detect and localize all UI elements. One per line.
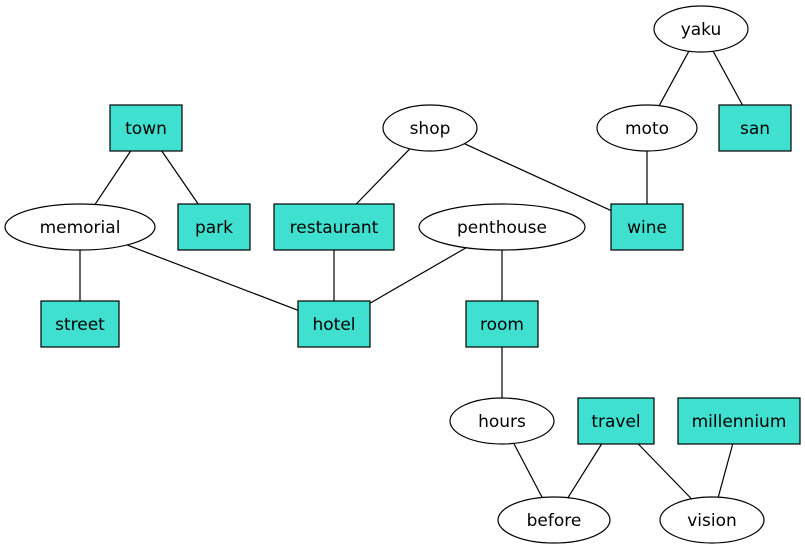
graph-nodes: yaku moto san town shop memorial park restauran… [4, 5, 801, 544]
node-hotel-box [297, 300, 371, 348]
node-memorial-ellipse [4, 203, 156, 251]
node-yaku-label: yaku [681, 20, 722, 40]
node-san: san [718, 104, 792, 152]
edge-hours-before [513, 443, 543, 498]
node-millennium-label: millennium [692, 412, 787, 432]
node-shop-ellipse [382, 104, 478, 152]
edge-yaku-moto [658, 50, 690, 106]
node-san-box [718, 104, 792, 152]
node-room: room [465, 300, 539, 348]
node-restaurant-label: restaurant [290, 218, 379, 238]
node-park: park [177, 203, 251, 251]
node-wine: wine [610, 203, 684, 251]
node-hours-ellipse [449, 397, 555, 445]
node-before-label: before [527, 511, 582, 531]
node-travel: travel [577, 397, 655, 445]
node-memorial-label: memorial [40, 218, 121, 238]
node-wine-label: wine [627, 218, 667, 238]
edge-town-park [161, 150, 199, 205]
node-travel-label: travel [591, 412, 640, 432]
node-moto: moto [596, 104, 698, 152]
node-room-box [465, 300, 539, 348]
edge-shop-restaurant [355, 148, 411, 205]
node-before-ellipse [497, 496, 611, 544]
edge-memorial-hotel [126, 244, 299, 311]
node-shop: shop [382, 104, 478, 152]
node-street-box [40, 300, 120, 348]
node-restaurant-box [273, 203, 395, 251]
node-yaku: yaku [653, 5, 749, 53]
node-penthouse-label: penthouse [457, 218, 547, 238]
node-town-box [109, 104, 183, 152]
node-shop-label: shop [410, 119, 451, 139]
node-town-label: town [125, 119, 167, 139]
node-vision-label: vision [687, 511, 737, 531]
node-moto-ellipse [596, 104, 698, 152]
node-vision-ellipse [659, 496, 765, 544]
edge-travel-before [567, 443, 603, 499]
node-vision: vision [659, 496, 765, 544]
graph-edges [79, 50, 743, 500]
edge-millennium-vision [717, 443, 734, 498]
edge-penthouse-hotel [369, 247, 467, 304]
edge-yaku-san [712, 50, 743, 106]
node-street: street [40, 300, 120, 348]
node-hotel-label: hotel [312, 315, 355, 335]
node-room-label: room [480, 315, 524, 335]
node-hotel: hotel [297, 300, 371, 348]
node-moto-label: moto [625, 119, 669, 139]
edge-town-memorial [94, 150, 132, 205]
node-park-box [177, 203, 251, 251]
node-yaku-ellipse [653, 5, 749, 53]
node-penthouse-ellipse [418, 203, 586, 251]
node-wine-box [610, 203, 684, 251]
node-memorial: memorial [4, 203, 156, 251]
node-street-label: street [55, 315, 105, 335]
node-hours: hours [449, 397, 555, 445]
node-travel-box [577, 397, 655, 445]
node-millennium-box [677, 397, 801, 445]
node-millennium: millennium [677, 397, 801, 445]
node-penthouse: penthouse [418, 203, 586, 251]
node-restaurant: restaurant [273, 203, 395, 251]
edge-shop-wine [464, 143, 612, 212]
node-before: before [497, 496, 611, 544]
node-park-label: park [195, 218, 233, 238]
node-san-label: san [740, 119, 770, 139]
node-town: town [109, 104, 183, 152]
node-hours-label: hours [478, 412, 526, 432]
edge-travel-vision [637, 443, 692, 500]
